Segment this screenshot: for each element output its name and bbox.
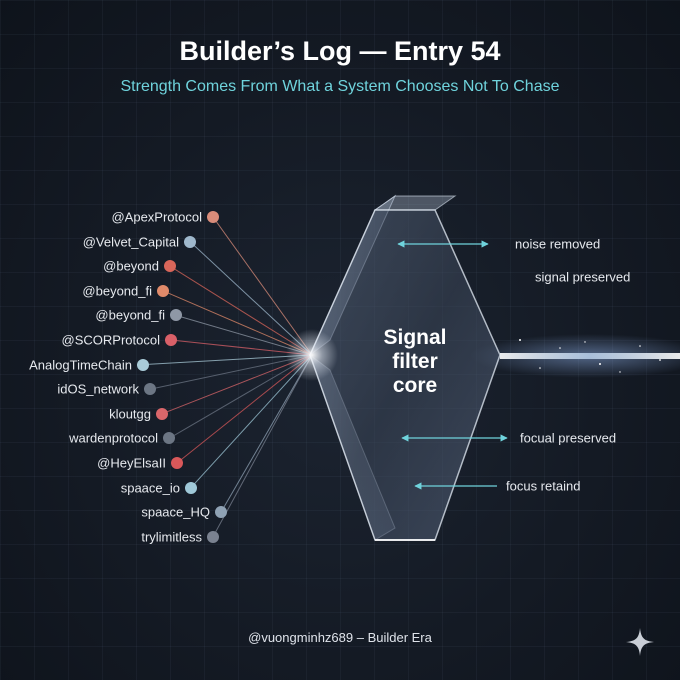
source-label: @HeyElsaII [97,455,166,471]
sparkle-icon [626,628,654,656]
output-label-signal-preserved: signal preserved [535,269,631,285]
source-dot [137,358,149,371]
source-line [189,241,313,356]
source-label: trylimitless [141,529,202,545]
source-label: @beyond_fi [82,283,152,299]
prism [308,194,501,541]
source-label: AnalogTimeChain [29,357,132,373]
source-line [142,354,313,366]
source-dot [215,506,227,519]
source-dot [171,457,183,469]
source-line [162,290,313,356]
source-line [190,354,313,488]
source-dot [165,334,177,346]
source-dot [170,309,182,322]
source-label: @beyond_fi [95,307,165,323]
core-label-line1: Signal [383,326,447,349]
source-label: @SCORProtocol [61,332,160,348]
source-dot [184,235,196,248]
output-label-focus-retaind: focus retaind [506,478,581,494]
page-subtitle: Strength Comes From What a System Choose… [120,78,560,95]
source-line [176,354,313,464]
focal-point [286,329,338,381]
source-dot [144,383,156,396]
source-label: wardenprotocol [69,430,158,446]
footer-credit: @vuongminhz689 – Builder Era [248,630,432,645]
source-label: @ApexProtocol [111,209,202,225]
source-label: kloutgg [109,406,151,422]
source-dot [207,211,219,223]
output-beam [500,353,680,359]
core-label: Signal filter core [350,326,480,398]
source-line [168,354,313,439]
source-line [161,354,313,415]
source-line [212,354,313,538]
source-line [220,354,313,513]
source-line [169,265,313,356]
source-dot [164,260,176,273]
beam-particles [519,339,661,373]
source-line [212,216,313,356]
source-label: @Velvet_Capital [82,234,179,250]
core-label-line3: core [392,374,438,397]
source-dot [156,407,168,420]
source-dot [207,530,219,543]
source-dot [157,284,169,297]
source-label: spaace_HQ [141,504,210,520]
output-label-noise-removed: noise removed [515,236,601,252]
source-dot [163,432,175,445]
page-title: Builder’s Log — Entry 54 [179,36,501,66]
output-label-focual-preserved: focual preserved [520,430,617,446]
source-label: @beyond [103,258,159,274]
core-label-line2: filter [392,350,438,373]
source-label: idOS_network [57,381,139,397]
source-label: spaace_io [120,480,180,496]
source-dot [185,481,197,494]
source-line [149,354,313,390]
